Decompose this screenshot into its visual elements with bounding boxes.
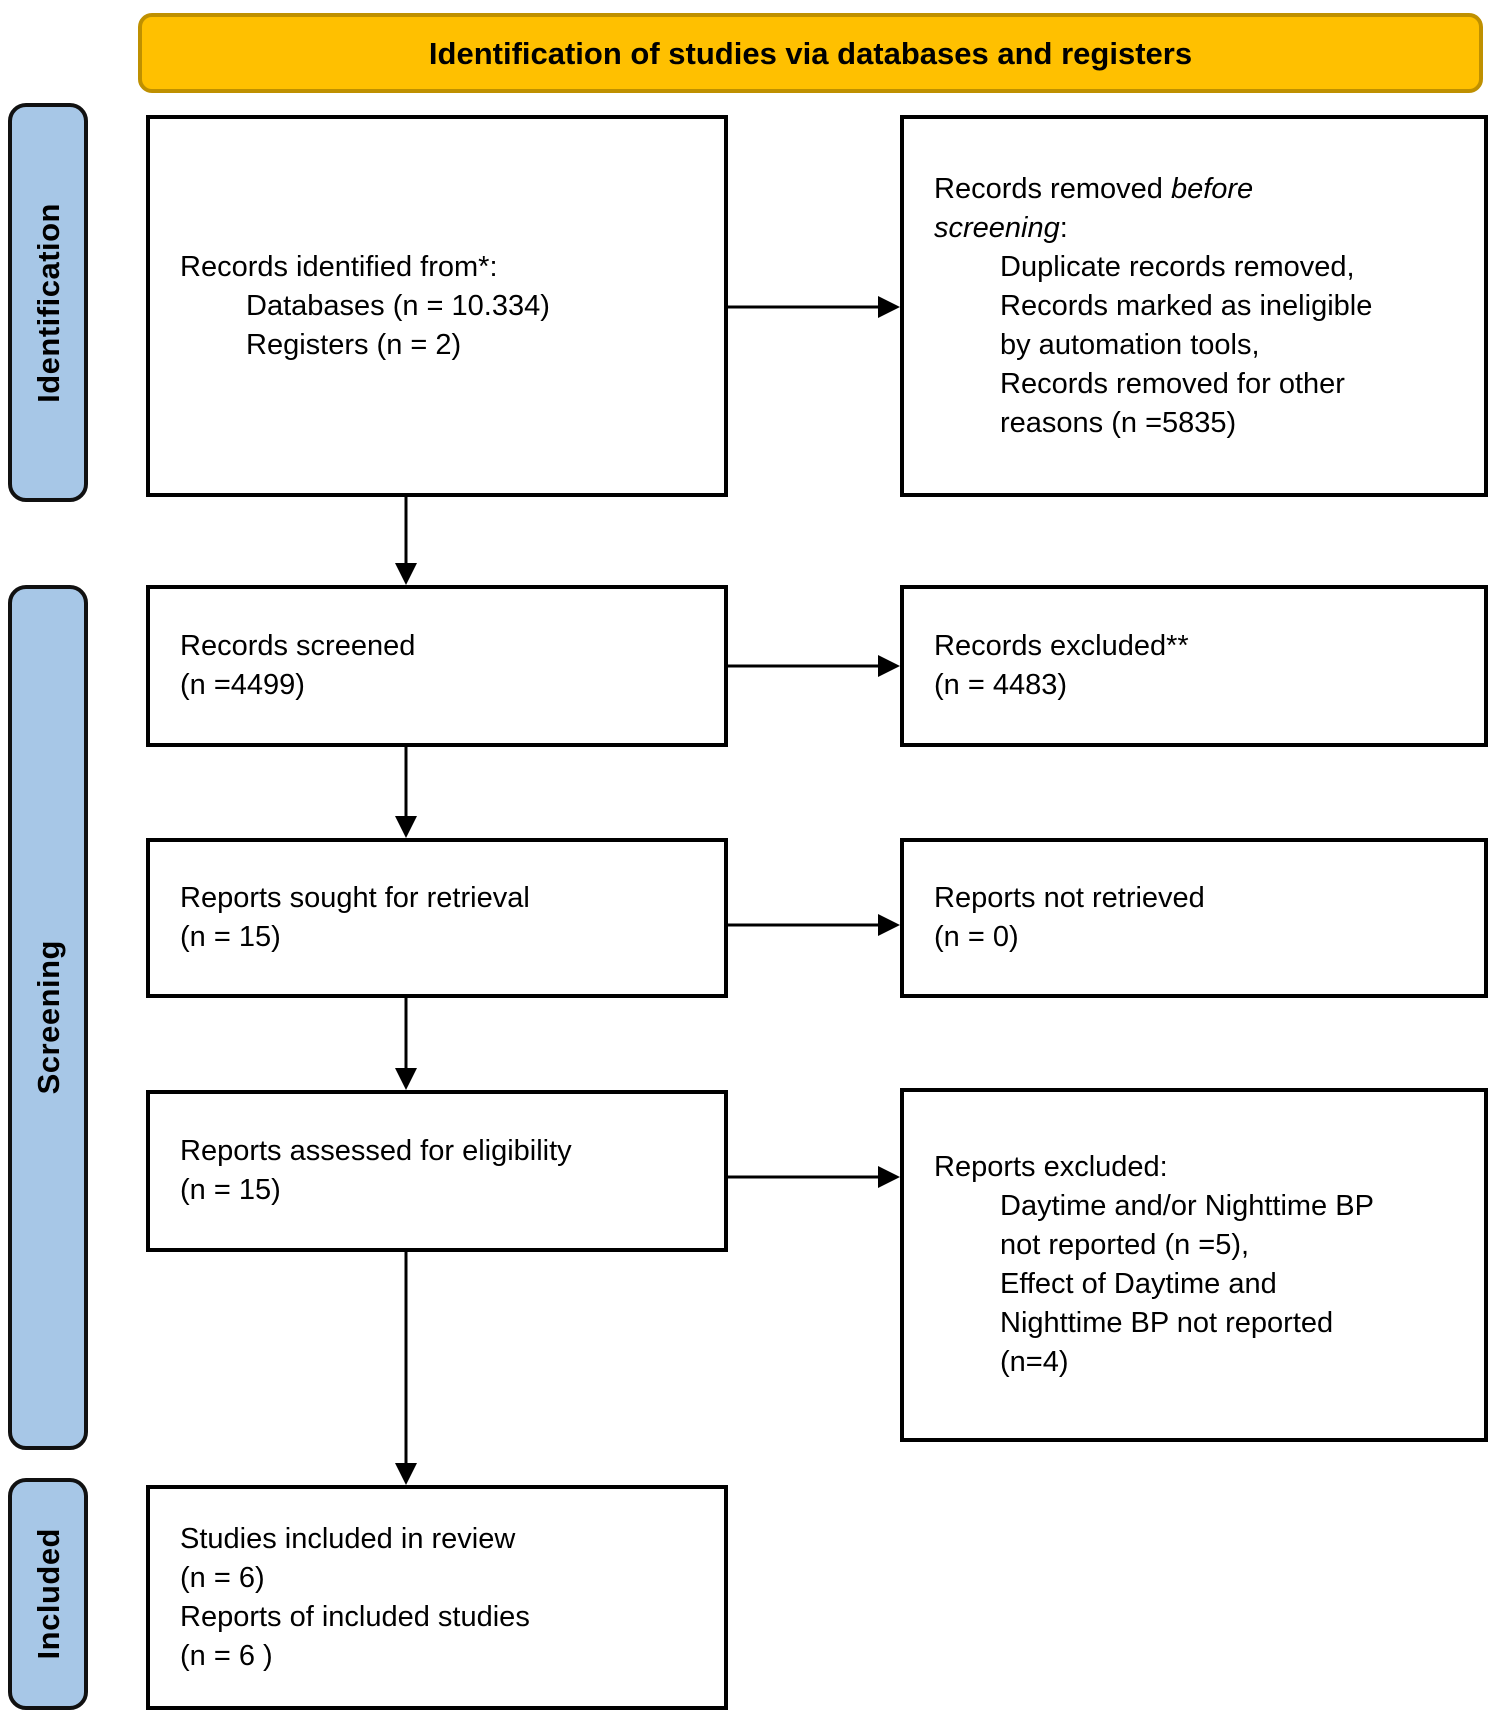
reports-sought-label: Reports sought for retrieval	[180, 882, 530, 914]
arrow-assessed-to-excluded	[727, 1166, 900, 1188]
box-reports-assessed: Reports assessed for eligibility (n = 15…	[146, 1090, 728, 1252]
reports-excluded-title: Reports excluded:	[934, 1151, 1168, 1183]
studies-included-count: (n = 6)	[180, 1561, 265, 1594]
phase-bar-identification: Identification	[8, 103, 88, 502]
records-identified-databases: Databases (n = 10.334)	[246, 289, 550, 322]
reports-included-label: Reports of included studies	[180, 1600, 530, 1633]
records-removed-item-ineligible: Records marked as ineligible	[1000, 289, 1373, 322]
title-banner: Identification of studies via databases …	[138, 13, 1483, 93]
records-removed-italic-text-1: before	[1170, 172, 1254, 205]
records-removed-item-duplicates: Duplicate records removed,	[1000, 250, 1355, 283]
records-excluded-count: (n = 4483)	[934, 669, 1068, 701]
records-removed-italic-text-2: screening	[934, 211, 1060, 244]
reports-excluded-item-5: (n=4)	[1000, 1346, 1069, 1378]
arrow-screened-to-excluded	[727, 655, 900, 677]
records-removed-item-reasons-count: reasons (n =5835)	[1000, 406, 1237, 439]
records-removed-normal-text: Records removed	[934, 172, 1171, 205]
box-reports-excluded: Reports excluded: Daytime and/or Nightti…	[900, 1088, 1488, 1442]
phase-label-screening: Screening	[30, 940, 66, 1095]
reports-excluded-item-1: Daytime and/or Nighttime BP	[1000, 1190, 1374, 1222]
reports-not-retrieved-count: (n = 0)	[934, 921, 1019, 953]
phase-bar-screening: Screening	[8, 585, 88, 1450]
reports-assessed-label: Reports assessed for eligibility	[180, 1135, 572, 1167]
box-records-excluded: Records excluded** (n = 4483)	[900, 585, 1488, 747]
arrow-identified-to-removed	[728, 296, 900, 318]
box-reports-sought: Reports sought for retrieval (n = 15)	[146, 838, 728, 998]
records-removed-colon: :	[1059, 211, 1068, 244]
arrow-assessed-to-included	[395, 1252, 417, 1485]
diagram-title: Identification of studies via databases …	[428, 35, 1193, 71]
arrow-identified-to-screened	[395, 497, 417, 585]
arrow-screened-to-sought	[395, 747, 417, 838]
box-reports-not-retrieved: Reports not retrieved (n = 0)	[900, 838, 1488, 998]
records-removed-title-line2: screening:	[934, 209, 1466, 248]
reports-excluded-item-3: Effect of Daytime and	[1000, 1268, 1277, 1300]
reports-excluded-item-4: Nighttime BP not reported	[1000, 1307, 1334, 1339]
reports-sought-count: (n = 15)	[180, 921, 281, 953]
records-removed-item-other: Records removed for other	[1000, 367, 1345, 400]
box-records-removed: Records removed before screening: Duplic…	[900, 115, 1488, 497]
records-removed-item-automation: by automation tools,	[1000, 328, 1260, 361]
box-records-screened: Records screened (n =4499)	[146, 585, 728, 747]
records-identified-title: Records identified from*:	[180, 250, 498, 283]
reports-assessed-count: (n = 15)	[180, 1174, 281, 1206]
records-screened-label: Records screened	[180, 630, 416, 662]
records-removed-title-line1: Records removed before	[934, 170, 1466, 209]
phase-bar-included: Included	[8, 1478, 88, 1710]
box-studies-included: Studies included in review (n = 6) Repor…	[146, 1485, 728, 1710]
studies-included-label: Studies included in review	[180, 1522, 516, 1555]
reports-not-retrieved-label: Reports not retrieved	[934, 882, 1205, 914]
reports-included-count: (n = 6 )	[180, 1639, 273, 1672]
box-records-identified: Records identified from*: Databases (n =…	[146, 115, 728, 497]
records-excluded-label: Records excluded**	[934, 630, 1189, 662]
reports-excluded-item-2: not reported (n =5),	[1000, 1229, 1250, 1261]
phase-label-identification: Identification	[30, 202, 66, 403]
records-screened-count: (n =4499)	[180, 669, 305, 701]
arrow-sought-to-assessed	[395, 998, 417, 1090]
arrow-sought-to-not-retrieved	[727, 914, 900, 936]
phase-label-included: Included	[30, 1528, 66, 1660]
records-identified-registers: Registers (n = 2)	[246, 328, 462, 361]
